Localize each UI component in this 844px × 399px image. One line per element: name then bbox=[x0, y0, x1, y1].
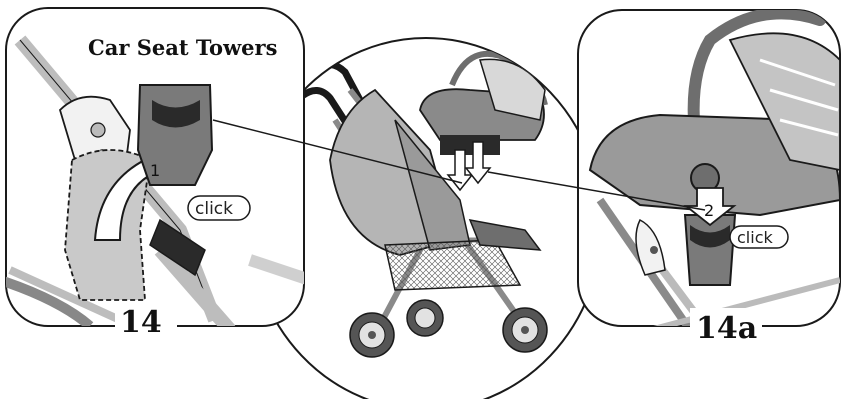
right-panel: 2 click bbox=[578, 10, 840, 330]
wheel-front-left bbox=[350, 313, 394, 357]
wheel-rear bbox=[407, 300, 443, 336]
figure-label-14-text: 14 bbox=[120, 305, 162, 340]
wheel-front-right bbox=[503, 308, 547, 352]
panel-title: Car Seat Towers bbox=[88, 35, 277, 60]
figure-label-14a: 14a bbox=[690, 308, 762, 346]
step-number-2: 2 bbox=[704, 201, 714, 220]
click-label-right: click bbox=[737, 228, 773, 247]
left-panel: Car Seat Towers 1 click bbox=[0, 8, 310, 330]
click-label-left: click bbox=[195, 199, 233, 219]
figure-label-14: 14 bbox=[115, 302, 177, 340]
figure-label-14a-text: 14a bbox=[696, 311, 757, 346]
step-number-1: 1 bbox=[150, 161, 160, 180]
click-badge-left: click bbox=[188, 196, 250, 220]
click-badge-right: click bbox=[730, 226, 788, 248]
